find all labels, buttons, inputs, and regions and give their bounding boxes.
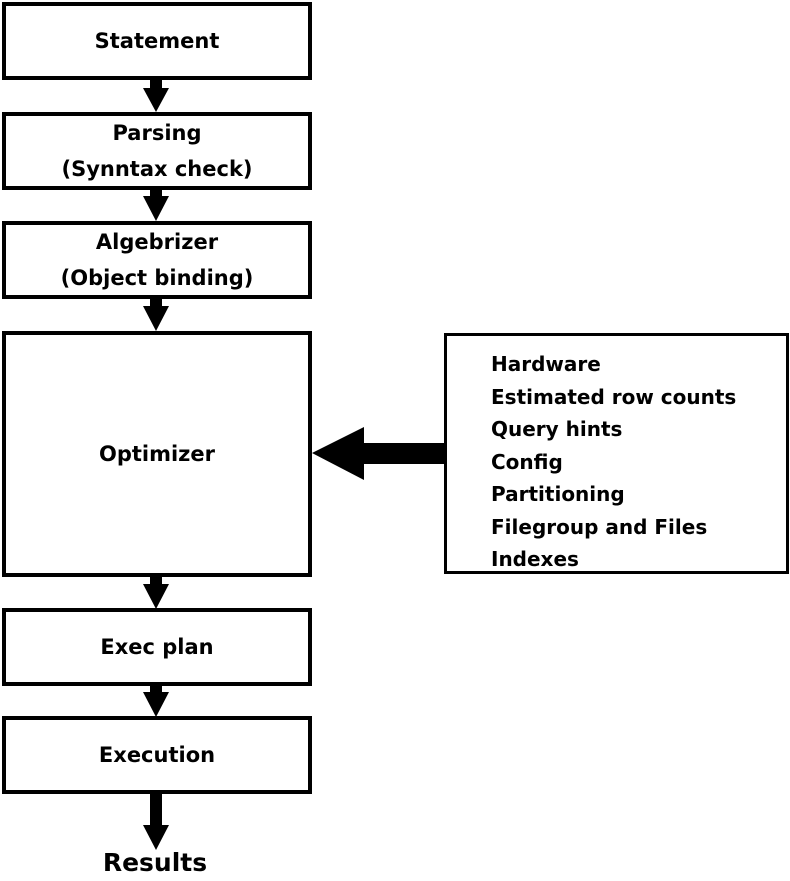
step-parsing: Parsing (Synntax check)	[2, 112, 312, 190]
step-parsing-sublabel: (Synntax check)	[61, 157, 253, 181]
input-item-partitioning: Partitioning	[491, 482, 625, 506]
input-item-filegroup-and-files: Filegroup and Files	[491, 514, 708, 539]
step-statement-label: Statement	[94, 29, 220, 53]
input-item-config: Config	[491, 449, 563, 474]
arrow-execution-to-results	[143, 792, 169, 850]
arrow-inputs-to-optimizer	[312, 427, 446, 480]
results-label: Results	[102, 848, 208, 877]
step-exec-plan-label: Exec plan	[100, 635, 214, 659]
step-execution-label: Execution	[98, 743, 216, 767]
step-algebrizer: Algebrizer (Object binding)	[2, 221, 312, 299]
input-item-hardware: Hardware	[491, 352, 601, 376]
step-exec-plan: Exec plan	[2, 608, 312, 686]
step-optimizer-label: Optimizer	[98, 442, 216, 466]
step-algebrizer-label: Algebrizer	[95, 230, 219, 254]
arrow-algebrizer-to-optimizer	[143, 297, 169, 331]
step-optimizer: Optimizer	[2, 331, 312, 577]
arrow-statement-to-parsing	[143, 78, 169, 112]
step-statement: Statement	[2, 2, 312, 80]
step-algebrizer-sublabel: (Object binding)	[60, 266, 254, 290]
arrow-exec-plan-to-execution	[143, 684, 169, 717]
step-execution: Execution	[2, 716, 312, 794]
input-item-query-hints: Query hints	[491, 417, 623, 441]
optimizer-inputs-box: Hardware Estimated row counts Query hint…	[444, 333, 789, 574]
arrow-optimizer-to-exec-plan	[143, 575, 169, 609]
input-item-indexes: Indexes	[491, 547, 579, 571]
input-item-estimated-row-counts: Estimated row counts	[491, 384, 737, 409]
arrow-parsing-to-algebrizer	[143, 188, 169, 221]
step-parsing-label: Parsing	[112, 121, 202, 145]
